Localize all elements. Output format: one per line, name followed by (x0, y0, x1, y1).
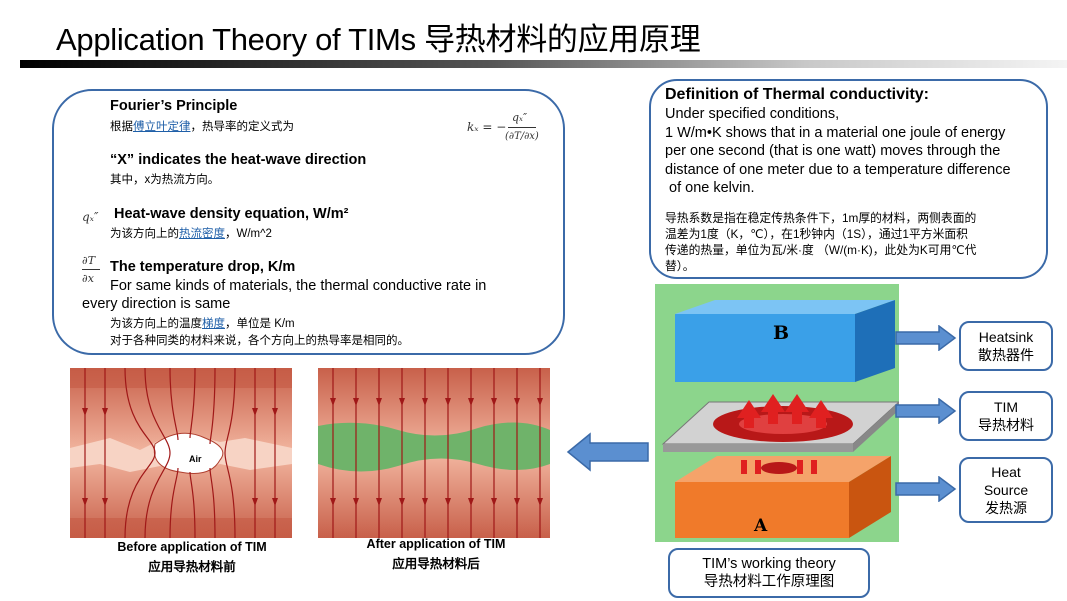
heatsink-label-cn: 散热器件 (978, 347, 1034, 363)
gradient-link[interactable]: 梯度 (202, 318, 225, 330)
definition-en-line: Under specified conditions, (665, 106, 840, 122)
after-tim-illustration (318, 368, 550, 538)
heat-flux-density-link[interactable]: 热流密度 (179, 228, 225, 240)
dt-symbol-numerator: ∂T (82, 254, 96, 267)
block-b-label: B (773, 322, 790, 344)
q-symbol: qₓ″ (82, 210, 99, 224)
definition-en-line: of one kelvin. (665, 180, 755, 196)
conductivity-same-cn: 对于各种同类的材料来说，各个方向上的热导率是相同的。 (110, 335, 409, 347)
before-tim-caption-en: Before application of TIM (117, 540, 267, 554)
air-gap-label: Air (189, 454, 202, 464)
heat-wave-density-heading: Heat-wave density equation, W/m² (114, 206, 349, 222)
tim-label-cn: 导热材料 (978, 417, 1034, 433)
title-divider (20, 60, 1067, 68)
heat-source-callout: Heat Source 发热源 (959, 457, 1053, 523)
tim-label-en: TIM (993, 399, 1019, 415)
dt-symbol-denominator: ∂x (82, 272, 94, 285)
fourier-law-link[interactable]: 傅立叶定律 (133, 121, 191, 133)
heatsink-label-en: Heatsink (978, 329, 1034, 345)
heat-source-label-en: Heat (991, 464, 1021, 480)
fourier-definition-text: 根据傅立叶定律，热导率的定义式为 (110, 121, 294, 133)
fourier-principle-panel (52, 89, 565, 355)
heat-source-label-en-2: Source (983, 482, 1029, 498)
heat-source-label-cn: 发热源 (985, 500, 1027, 516)
definition-en-line: 1 W/m•K shows that in a material one jou… (665, 125, 1006, 141)
x-direction-cn: 其中，x为热流方向。 (110, 174, 220, 186)
after-tim-caption-en: After application of TIM (366, 537, 506, 551)
definition-cn-line: 传递的热量，单位为瓦/米·度 （W/(m·K)，此处为K可用℃代 (665, 243, 977, 257)
heatsink-callout: Heatsink 散热器件 (959, 321, 1053, 371)
tim-working-diagram (655, 284, 899, 542)
heat-source-arrow-icon (895, 476, 957, 502)
heatsink-arrow-icon (895, 325, 957, 351)
page-title: Application Theory of TIMs 导热材料的应用原理 (56, 22, 701, 57)
formula-numerator: qₓ″ (512, 111, 528, 124)
tim-callout: TIM 导热材料 (959, 391, 1053, 441)
temperature-gradient-cn: 为该方向上的温度梯度，单位是 K/m (110, 318, 295, 330)
after-tim-caption-cn: 应用导热材料后 (392, 557, 480, 571)
formula-fraction-bar (508, 127, 536, 128)
thermal-conductivity-definition-panel (649, 79, 1048, 279)
x-direction-heading: “X” indicates the heat-wave direction (110, 152, 367, 168)
definition-cn-line: 替）。 (665, 259, 695, 273)
working-theory-caption-en: TIM’s working theory (702, 556, 836, 572)
formula-denominator: (∂T/∂x) (505, 131, 539, 142)
before-tim-caption-cn: 应用导热材料前 (148, 560, 236, 574)
tim-arrow-icon (895, 398, 957, 424)
heat-wave-density-cn: 为该方向上的热流密度，W/m^2 (110, 228, 272, 240)
tim-working-theory-caption: TIM’s working theory 导热材料工作原理图 (668, 548, 870, 598)
left-arrow-icon (566, 432, 649, 472)
temperature-drop-en-1: For same kinds of materials, the thermal… (110, 278, 487, 294)
block-a-label: A (754, 516, 768, 536)
formula-k: kₓ = − (467, 120, 507, 134)
definition-cn-line: 导热系数是指在稳定传热条件下，1m厚的材料，两侧表面的 (665, 211, 977, 225)
temperature-drop-en-2: every direction is same (82, 296, 231, 312)
temperature-drop-heading: The temperature drop, K/m (110, 259, 296, 275)
working-theory-caption-cn: 导热材料工作原理图 (703, 574, 835, 590)
before-tim-illustration (70, 368, 292, 538)
dt-symbol-bar (82, 269, 100, 270)
definition-heading: Definition of Thermal conductivity: (665, 86, 930, 103)
definition-en-line: distance of one meter due to a temperatu… (665, 162, 1011, 178)
definition-cn-line: 温差为1度（K，℃），在1秒钟内（1S），通过1平方米面积 (665, 227, 968, 241)
fourier-heading: Fourier’s Principle (110, 98, 238, 114)
definition-en-line: per one second (that is one watt) moves … (665, 143, 1001, 159)
